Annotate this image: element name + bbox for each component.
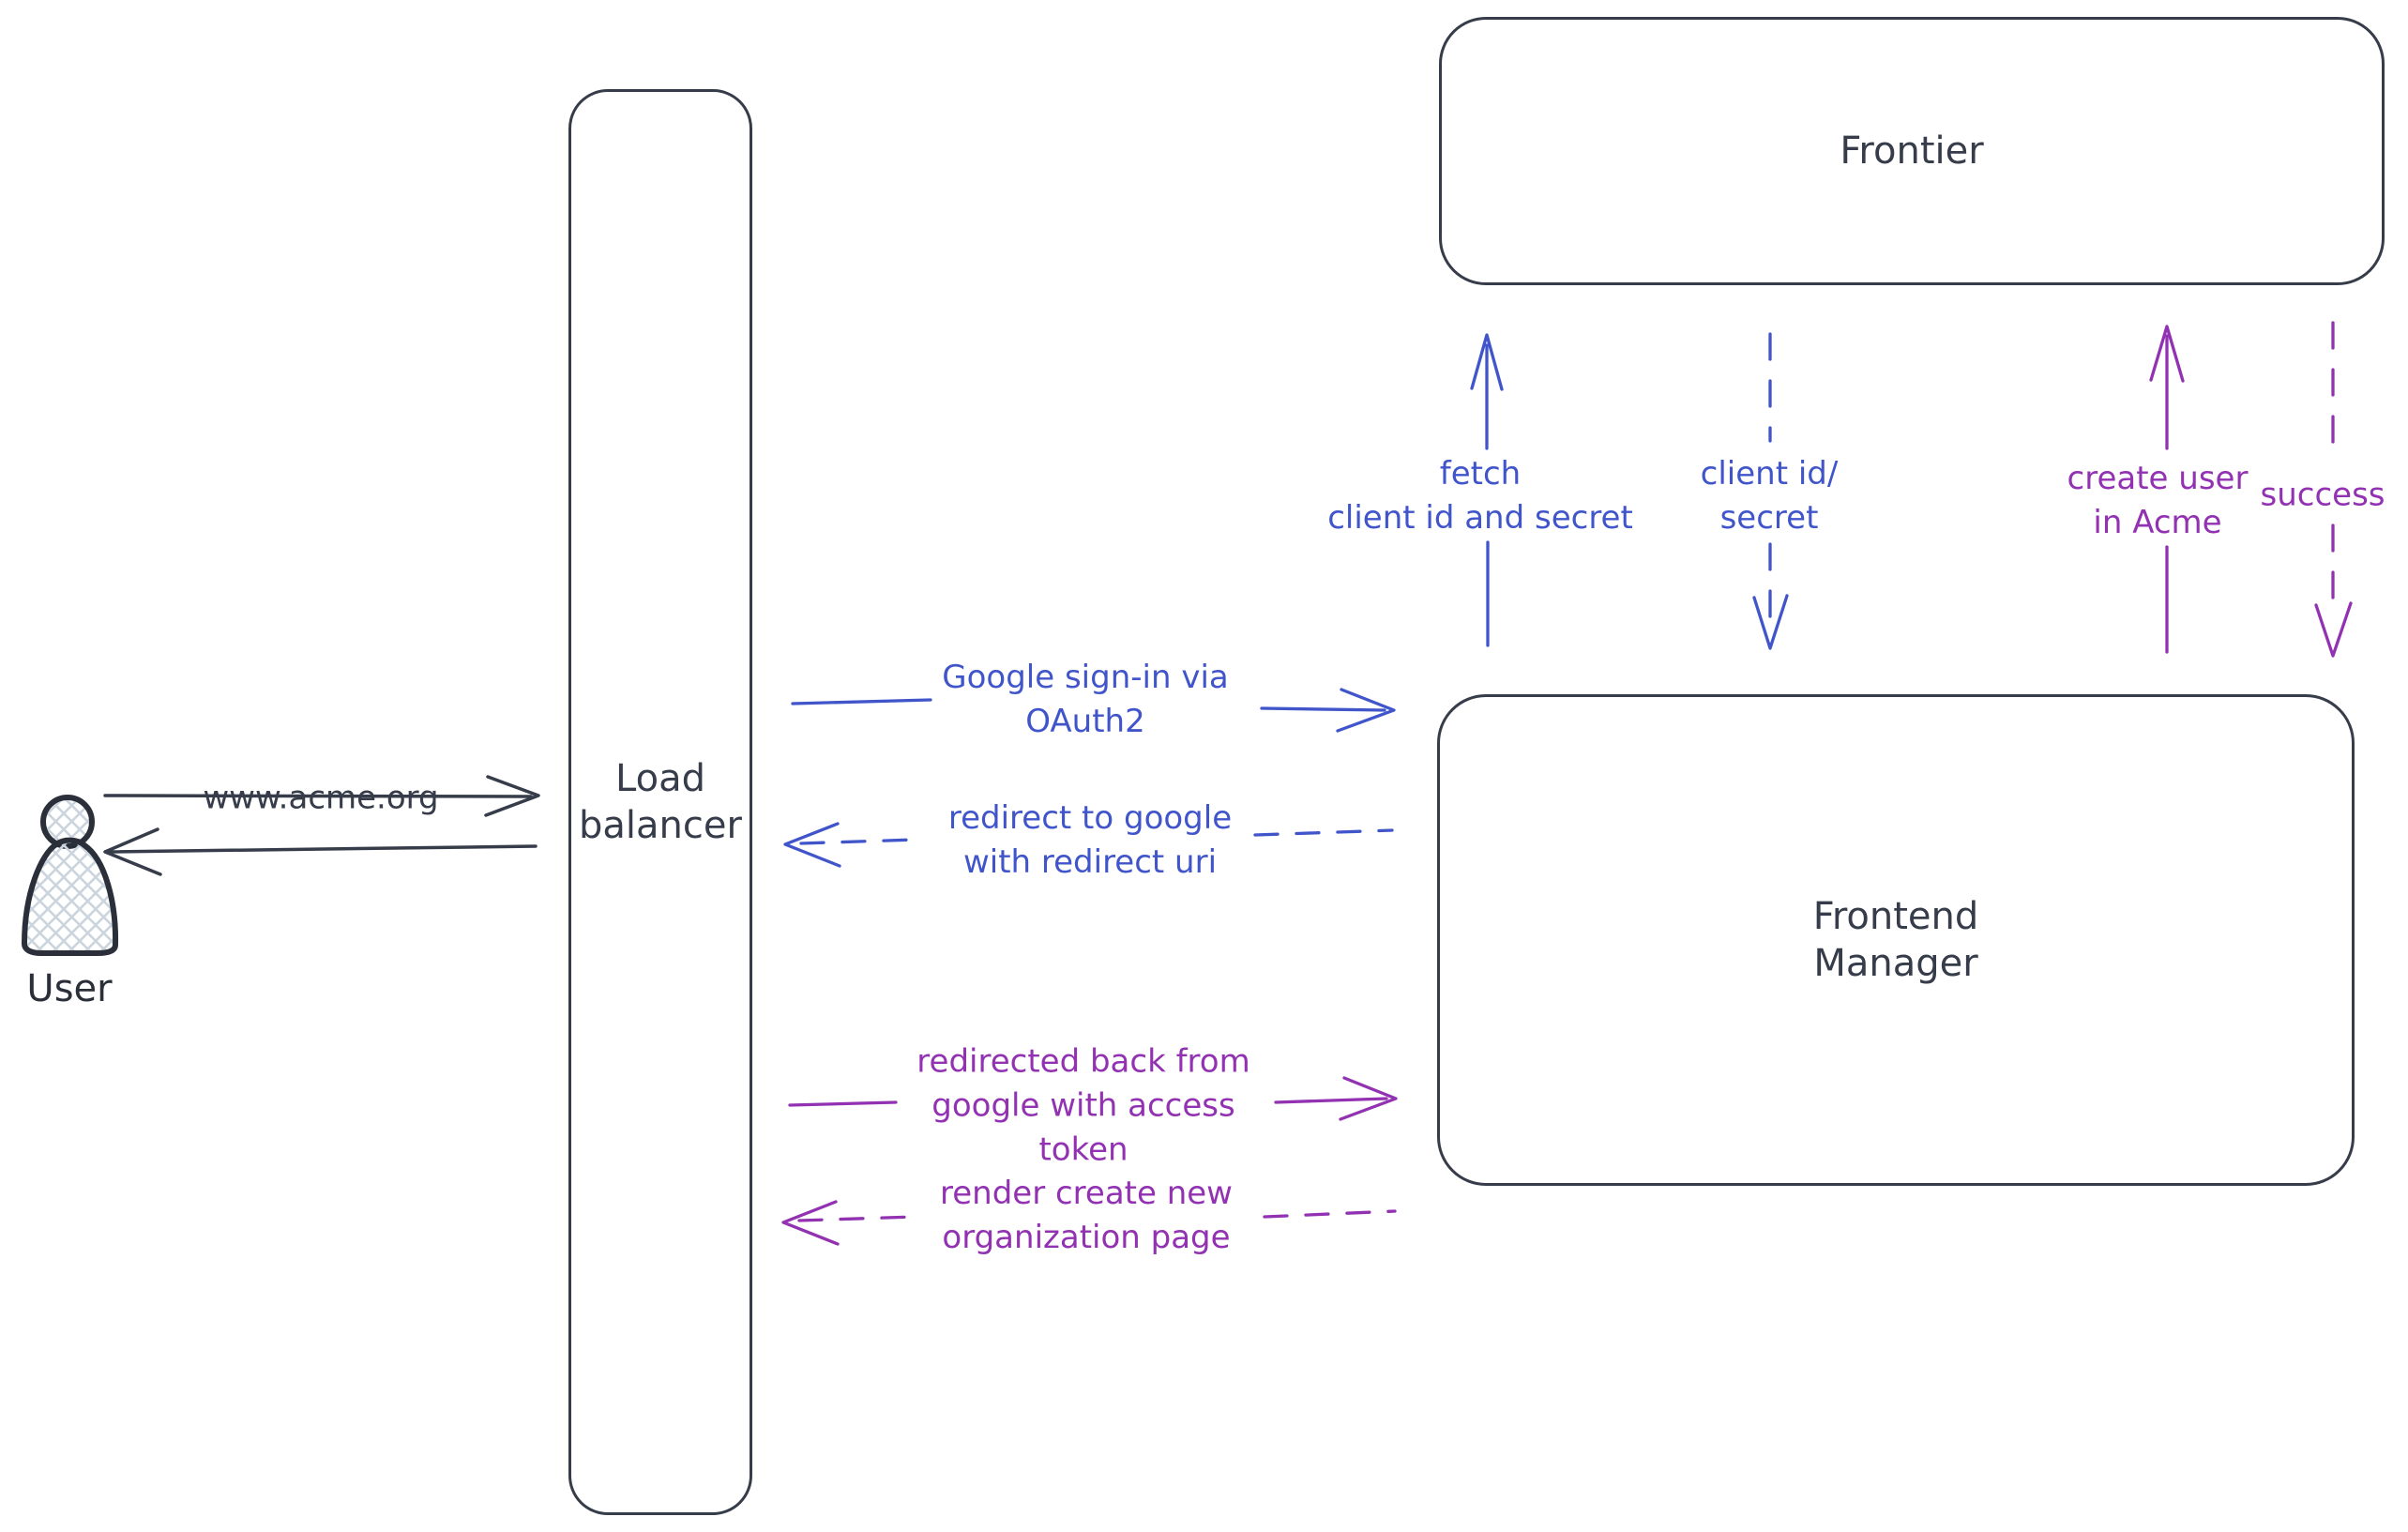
edge-label-google-signin: Google sign-in via OAuth2 — [942, 659, 1229, 740]
frontend-manager-label: Frontend Manager — [1812, 895, 1979, 985]
frontier-label: Frontier — [1840, 129, 1984, 173]
arrow-redirected-back — [790, 1078, 1396, 1119]
user-actor-icon — [24, 797, 115, 953]
arrow-success — [2316, 323, 2351, 656]
frontier-node: Frontier — [1439, 17, 2385, 285]
frontend-manager-node: Frontend Manager — [1437, 694, 2355, 1186]
user-actor-label: User — [26, 967, 113, 1010]
load-balancer-node: Load balancer — [568, 89, 752, 1515]
edge-label-client-id-secret: client id/ secret — [1700, 455, 1839, 537]
arrow-render-create — [783, 1202, 1395, 1244]
arrow-www-acme — [105, 777, 538, 815]
arrow-return-to-user — [105, 829, 536, 874]
load-balancer-label: Load balancer — [579, 757, 742, 847]
arrow-create-user — [2151, 326, 2183, 652]
arrow-google-signin — [793, 690, 1394, 731]
edge-label-fetch-client-id: fetch client id and secret — [1327, 455, 1633, 537]
edge-label-create-user: create user in Acme — [2067, 460, 2249, 541]
arrow-fetch-client-id — [1472, 335, 1502, 645]
arrow-client-id-secret — [1754, 334, 1787, 648]
edge-label-redirected-back: redirected back from google with access … — [916, 1042, 1250, 1169]
edge-label-render-create: render create new organization page — [940, 1175, 1233, 1256]
edge-label-redirect-google: redirect to google with redirect uri — [947, 799, 1233, 881]
arrow-redirect-google — [785, 824, 1392, 866]
edge-label-success: success — [2260, 476, 2385, 514]
edge-label-www-acme: www.acme.org — [203, 779, 439, 817]
